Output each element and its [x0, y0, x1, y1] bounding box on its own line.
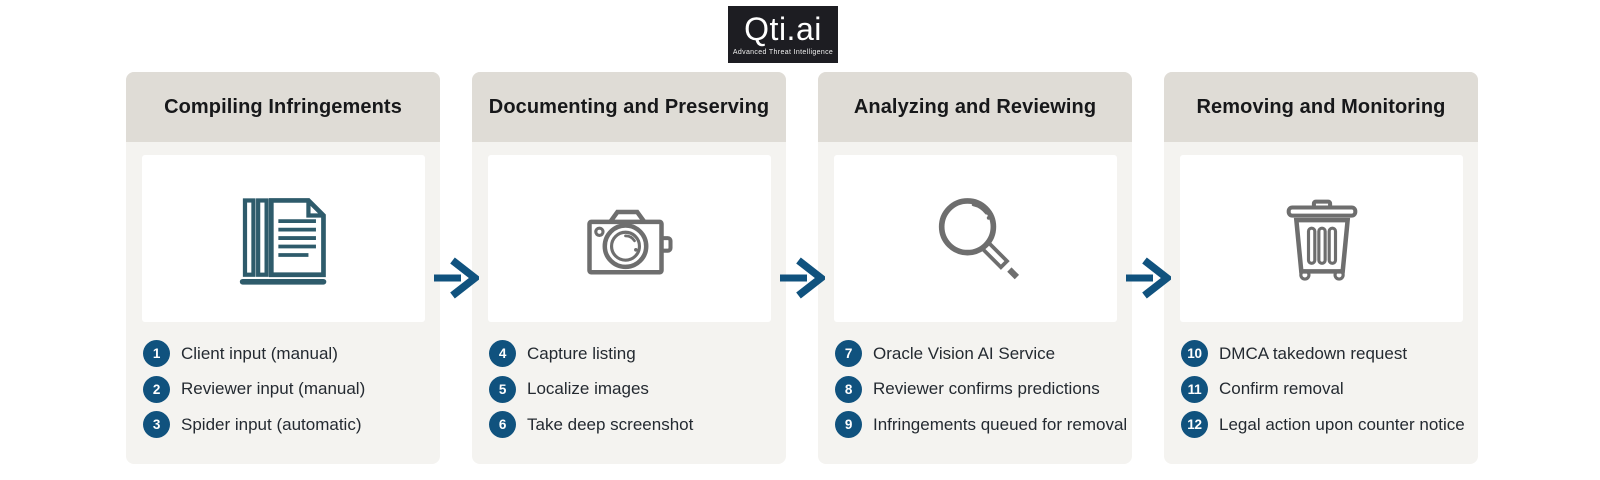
icon-card: [834, 155, 1117, 322]
step-item: 10 DMCA takedown request: [1181, 340, 1470, 367]
step-number-badge: 11: [1181, 375, 1208, 403]
step-label: Take deep screenshot: [527, 414, 694, 434]
step-item: 12 Legal action upon counter notice: [1181, 411, 1470, 438]
step-label: Localize images: [527, 379, 649, 398]
step-number-badge: 6: [489, 411, 516, 438]
step-label: Confirm removal: [1219, 379, 1344, 398]
panel-removing-monitoring: Removing and Monitoring 10 DMCA takedown…: [1164, 72, 1478, 464]
step-label: Reviewer input (manual): [181, 379, 366, 398]
process-flow: Compiling Infringements 1: [126, 72, 1478, 464]
step-item: 8 Reviewer confirms predictions: [835, 375, 1124, 403]
step-number-badge: 10: [1181, 340, 1208, 367]
icon-card: [488, 155, 771, 322]
panel-analyzing-reviewing: Analyzing and Reviewing 7 Oracle Vision …: [818, 72, 1132, 464]
panel-title: Removing and Monitoring: [1164, 72, 1478, 142]
step-number-badge: 12: [1181, 411, 1208, 438]
step-list: 1 Client input (manual) 2 Reviewer input…: [143, 340, 432, 447]
step-label: Reviewer confirms predictions: [873, 379, 1100, 398]
brand-logo: Qti.ai Advanced Threat Intelligence: [728, 6, 838, 63]
camera-icon: [585, 194, 675, 284]
step-label: Oracle Vision AI Service: [873, 343, 1056, 363]
step-list: 10 DMCA takedown request 11 Confirm remo…: [1181, 340, 1470, 447]
trash-icon: [1277, 194, 1367, 284]
panel-title: Compiling Infringements: [126, 72, 440, 142]
step-label: DMCA takedown request: [1219, 343, 1408, 363]
step-item: 5 Localize images: [489, 375, 778, 403]
step-label: Infringements queued for removal: [873, 414, 1128, 434]
brand-name: Qti.ai: [744, 10, 822, 47]
brand-tagline: Advanced Threat Intelligence: [732, 49, 834, 57]
step-number-badge: 8: [835, 375, 862, 403]
step-number-badge: 1: [143, 340, 170, 367]
step-item: 1 Client input (manual): [143, 340, 432, 367]
flow-arrow-right-icon: [1125, 255, 1171, 301]
flow-arrow-right-icon: [433, 255, 479, 301]
icon-card: [1180, 155, 1463, 322]
step-item: 4 Capture listing: [489, 340, 778, 367]
panel-title: Documenting and Preserving: [472, 72, 786, 142]
step-number-badge: 4: [489, 340, 516, 367]
step-item: 11 Confirm removal: [1181, 375, 1470, 403]
icon-card: [142, 155, 425, 322]
step-list: 7 Oracle Vision AI Service 8 Reviewer co…: [835, 340, 1128, 447]
documents-icon: [237, 192, 331, 286]
panel-documenting-preserving: Documenting and Preserving 4 Capture lis…: [472, 72, 786, 464]
step-number-badge: 5: [489, 375, 516, 403]
step-label: Capture listing: [527, 343, 636, 363]
step-item: 7 Oracle Vision AI Service: [835, 340, 1124, 367]
panel-title: Analyzing and Reviewing: [818, 72, 1132, 142]
step-number-badge: 7: [835, 340, 862, 367]
step-number-badge: 9: [835, 411, 862, 438]
magnifier-icon: [929, 192, 1023, 286]
panel-compiling-infringements: Compiling Infringements 1: [126, 72, 440, 464]
step-list: 4 Capture listing 5 Localize images 6 Ta…: [489, 340, 778, 447]
step-number-badge: 2: [143, 375, 170, 403]
step-label: Legal action upon counter notice: [1219, 414, 1465, 434]
step-item: 3 Spider input (automatic): [143, 411, 432, 438]
step-label: Spider input (automatic): [181, 414, 362, 434]
step-number-badge: 3: [143, 411, 170, 438]
step-item: 9 Infringements queued for removal: [835, 411, 1128, 438]
step-item: 6 Take deep screenshot: [489, 411, 778, 438]
flow-arrow-right-icon: [779, 255, 825, 301]
step-label: Client input (manual): [181, 343, 338, 363]
step-item: 2 Reviewer input (manual): [143, 375, 432, 403]
